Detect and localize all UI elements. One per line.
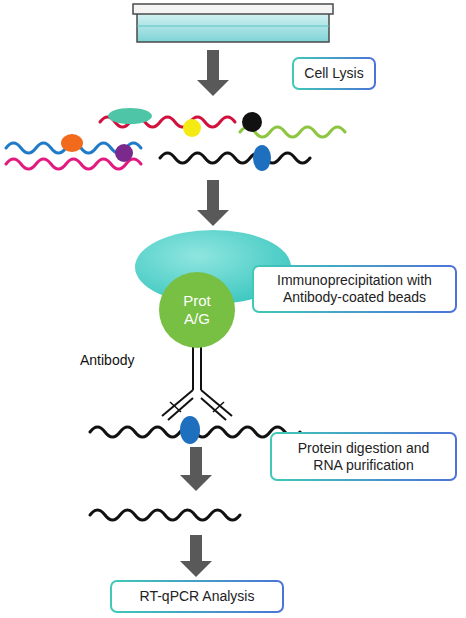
step-box: Protein digestion and RNA purification	[270, 432, 457, 481]
protein-ag-circle: Prot A/G	[159, 272, 235, 348]
rna-binding-proteins	[61, 108, 271, 171]
text-wrap: Cell Lysis	[304, 65, 363, 82]
purified-rna	[90, 510, 240, 520]
rna-strands	[6, 117, 345, 169]
text-wrap: Prot A/G	[172, 292, 222, 328]
node-label: Cell Lysis	[304, 65, 363, 82]
node-label: Protein digestion and RNA purification	[285, 440, 442, 474]
node-label: Immunoprecipitation with Antibody-coated…	[258, 272, 451, 306]
node-label: RT-qPCR Analysis	[140, 588, 255, 605]
step-box: Cell Lysis	[292, 57, 376, 90]
part-label: Antibody	[80, 352, 134, 368]
text-wrap: Immunoprecipitation with Antibody-coated…	[258, 272, 451, 306]
text-wrap: Protein digestion and RNA purification	[285, 440, 442, 474]
rna-binding-protein	[180, 416, 200, 444]
step-box: Immunoprecipitation with Antibody-coated…	[252, 265, 457, 313]
petri-dish	[133, 4, 333, 42]
node-label: Prot A/G	[172, 292, 222, 328]
step-box: RT-qPCR Analysis	[110, 580, 284, 613]
antibody-symbol	[162, 346, 232, 420]
text-wrap: RT-qPCR Analysis	[140, 588, 255, 605]
